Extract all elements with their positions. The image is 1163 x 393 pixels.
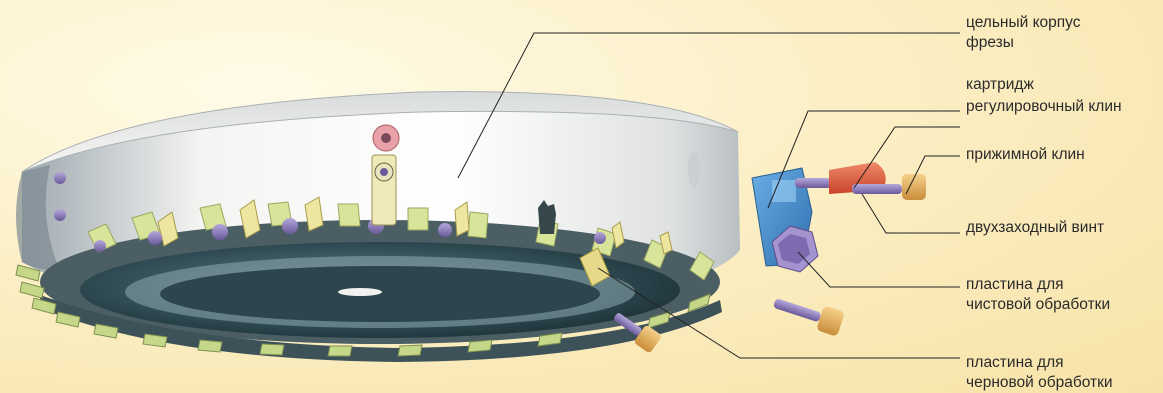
exploded-assembly [752,162,926,337]
label-roughing-insert: пластина для черновой обработки [966,353,1113,393]
label-cartridge: картридж [966,75,1034,95]
label-double-screw: двухзаходный винт [966,218,1104,238]
label-cutter-body-line2: фрезы [966,33,1081,53]
label-cutter-body: цельный корпус фрезы [966,13,1081,53]
label-finishing-line2: чистовой обработки [966,295,1110,315]
label-cutter-body-line1: цельный корпус [966,13,1081,33]
label-roughing-line2: черновой обработки [966,373,1113,393]
label-clamping-wedge: прижимной клин [966,145,1085,165]
label-roughing-line1: пластина для [966,353,1113,373]
label-finishing-line1: пластина для [966,275,1110,295]
label-adjusting-wedge: регулировочный клин [966,97,1122,117]
label-finishing-insert: пластина для чистовой обработки [966,275,1110,315]
